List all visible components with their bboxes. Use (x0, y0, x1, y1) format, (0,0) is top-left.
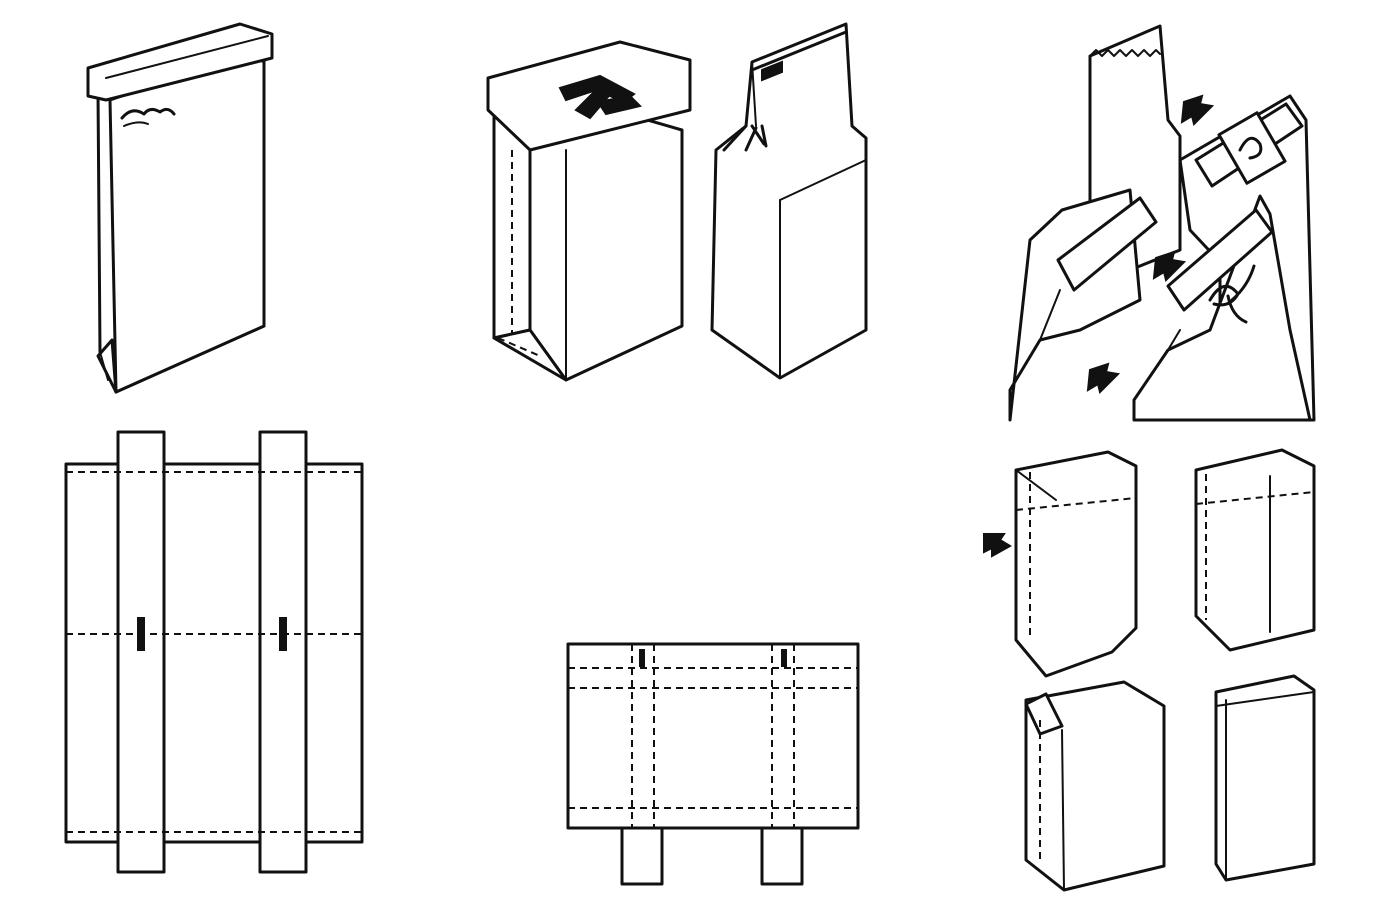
bag-variants-grid (983, 448, 1316, 892)
flat-pouch-with-header (86, 22, 274, 394)
gusseted-bag-twist-tie (710, 22, 868, 380)
gusseted-bag-blank (566, 642, 860, 886)
open-box-bag-with-contents (486, 40, 692, 382)
flat-bag-blank-with-strips (64, 430, 364, 874)
bag-closure-sequence (1008, 24, 1316, 422)
